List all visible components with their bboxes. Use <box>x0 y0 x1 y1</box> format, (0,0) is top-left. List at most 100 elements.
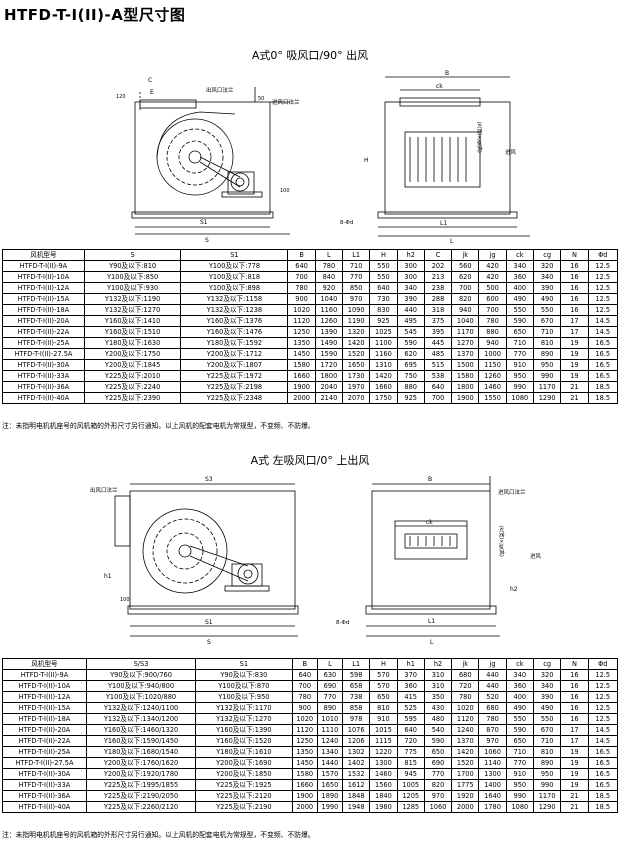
table-cell: 1775 <box>451 779 480 791</box>
table-cell: 1080 <box>505 801 534 813</box>
table-cell: 360 <box>505 271 534 283</box>
table-cell: 490 <box>505 293 534 305</box>
table-cell: Y225及以下:1925 <box>195 779 293 791</box>
table-cell: 12.5 <box>587 260 619 272</box>
table-cell: Y225及以下:2260/2120 <box>85 801 197 813</box>
table-cell: HTFD-T-I(II)-40A <box>2 392 85 404</box>
table-cell: 1015 <box>369 724 398 736</box>
table-cell: 1650 <box>316 779 344 791</box>
table-cell: 430 <box>423 702 453 714</box>
table-cell: HTFD-T-I(II)-36A <box>2 381 85 393</box>
table-cell: HTFD-T-I(II)-12A <box>2 282 85 294</box>
table-cell: 670 <box>532 724 562 736</box>
table-cell: 1550 <box>478 392 507 404</box>
table-cell: 1660 <box>287 370 316 382</box>
label-dim-120: 120 <box>116 94 126 100</box>
table-cell: 620 <box>451 271 480 283</box>
table-cell: 1160 <box>314 304 344 316</box>
table-cell: 1460 <box>478 381 507 393</box>
section2-subtitle: A式 左吸风口/0° 上出风 <box>250 454 370 467</box>
table-cell: 238 <box>423 282 453 294</box>
table-cell: 350 <box>423 691 453 703</box>
table-cell: 670 <box>532 315 562 327</box>
table-cell: Y100及以下:870 <box>195 680 293 692</box>
table-cell: 310 <box>423 680 453 692</box>
table-cell: HTFD-T-I(II)-18A <box>2 713 87 725</box>
table-cell: Y160及以下:1520 <box>195 735 293 747</box>
column-header: S1 <box>180 249 289 261</box>
table-cell: 16 <box>560 304 589 316</box>
table-cell: 12.5 <box>587 282 619 294</box>
table-cell: 890 <box>316 702 344 714</box>
table-cell: 990 <box>532 779 562 791</box>
table-cell: 490 <box>505 702 534 714</box>
table-cell: 1025 <box>369 326 398 338</box>
table-cell: 1020 <box>291 713 318 725</box>
table-cell: 16.5 <box>587 746 619 758</box>
table-cell: Y225及以下:2240 <box>83 381 182 393</box>
table-cell: 1532 <box>342 768 371 780</box>
label-outlet-flange: 出风口法兰 <box>206 86 234 94</box>
table-cell: 1970 <box>342 381 371 393</box>
table-cell: Y100及以下:1020/880 <box>85 691 197 703</box>
table-cell: 1300 <box>369 757 398 769</box>
table-cell: 16.5 <box>587 779 619 791</box>
table-cell: 620 <box>396 348 425 360</box>
front-view-2 <box>365 476 500 637</box>
table-cell: 1260 <box>314 315 344 327</box>
table-cell: Y225及以下:2198 <box>180 381 289 393</box>
label-ck-2: ck <box>426 519 433 526</box>
table-cell: 1450 <box>291 757 318 769</box>
table-cell: 1150 <box>478 359 507 371</box>
table-cell: 16.5 <box>587 768 619 780</box>
table-cell: 750 <box>396 370 425 382</box>
table-cell: 1240 <box>451 724 480 736</box>
table-cell: 900 <box>291 702 318 714</box>
table-cell: 1350 <box>291 746 318 758</box>
table-cell: 1650 <box>342 359 371 371</box>
table-cell: 890 <box>532 348 562 360</box>
table-cell: 21 <box>560 381 589 393</box>
table-cell: 1120 <box>287 315 316 327</box>
table-cell: 213 <box>423 271 453 283</box>
table-cell: HTFD-T-I(II)-9A <box>2 260 85 272</box>
table-cell: 1005 <box>396 779 425 791</box>
table-cell: 1660 <box>291 779 318 791</box>
table-cell: 288 <box>423 293 453 305</box>
table-cell: 14.5 <box>587 326 619 338</box>
table-cell: 17 <box>560 315 589 327</box>
table-cell: 12.5 <box>587 304 619 316</box>
label-dim-50: 50 <box>258 96 264 102</box>
table-cell: 598 <box>342 669 371 681</box>
column-header: h2 <box>396 249 425 261</box>
table-cell: HTFD-T-I(II)-40A <box>2 801 87 813</box>
table-cell: 970 <box>478 735 507 747</box>
label-jk: jk(宽)×jg(高) <box>476 121 483 153</box>
label-H: H <box>364 157 369 164</box>
table-cell: 550 <box>532 713 562 725</box>
table-cell: 658 <box>342 680 371 692</box>
table-cell: 815 <box>396 757 425 769</box>
table-cell: 14.5 <box>587 724 619 736</box>
table-cell: 1640 <box>478 790 507 802</box>
table-cell: Y160及以下:1460/1320 <box>85 724 197 736</box>
column-header: L <box>316 658 344 670</box>
table-cell: 1260 <box>478 370 507 382</box>
column-header: h2 <box>423 658 453 670</box>
table-cell: 19 <box>560 370 589 382</box>
table-cell: 1848 <box>342 790 371 802</box>
table-cell: Y100及以下:950 <box>195 691 293 703</box>
table-cell: Y200及以下:1807 <box>180 359 289 371</box>
table-cell: 850 <box>342 282 371 294</box>
table-cell: 340 <box>532 680 562 692</box>
table-cell: 810 <box>532 337 562 349</box>
table-cell: 1040 <box>451 315 480 327</box>
